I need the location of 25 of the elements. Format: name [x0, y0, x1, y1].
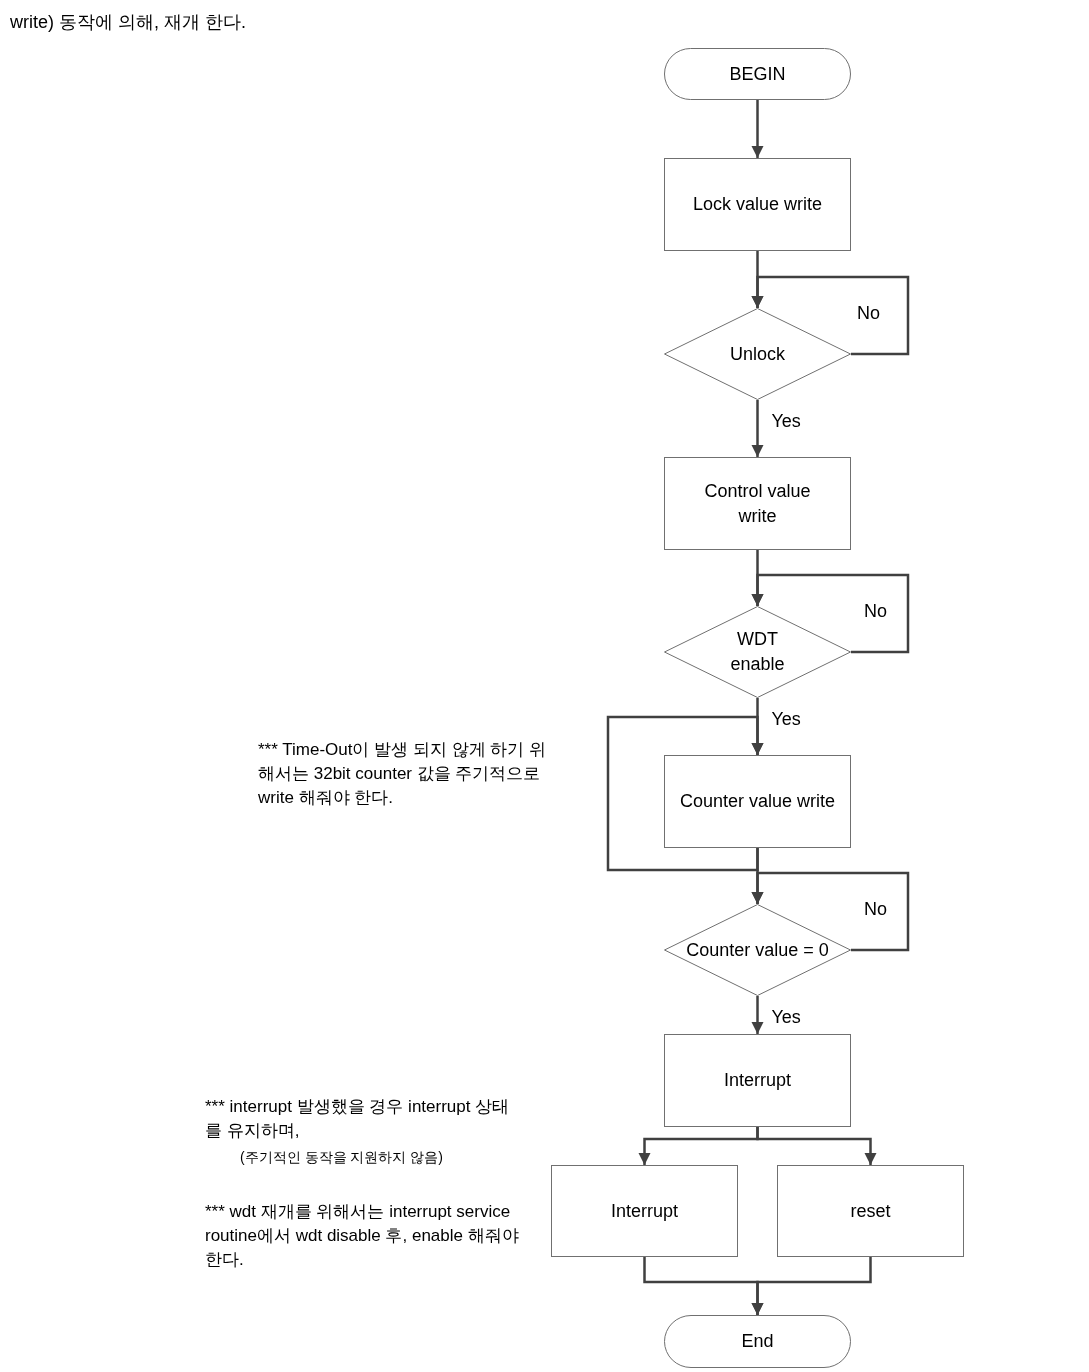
note-text: *** wdt 재개를 위해서는 interrupt service routine에서 wdt disable 후, enable 해줘야 한다.	[205, 1201, 520, 1271]
node-label: End	[741, 1330, 774, 1353]
arrow	[751, 871, 910, 952]
node-label: Interrupt	[723, 1069, 791, 1092]
node-label: Control value write	[703, 479, 812, 528]
node-label: WDT enable	[729, 628, 786, 676]
arrow	[756, 1127, 877, 1165]
arrow	[606, 715, 764, 872]
note-text: *** Time-Out이 발생 되지 않게 하기 위해서는 32bit counter 값을 주기적으로 write 해줘야 한다.	[258, 739, 548, 809]
arrow	[751, 275, 910, 356]
arrow	[751, 400, 764, 457]
node-label: Interrupt	[610, 1199, 678, 1223]
node-label: BEGIN	[729, 62, 786, 86]
note-text: write) 동작에 의해, 재개 한다.	[10, 11, 247, 34]
note-text: (주기적인 동작을 지원하지 않음)	[240, 1148, 444, 1167]
node-label: reset	[850, 1199, 891, 1223]
note-text: *** interrupt 발생했을 경우 interrupt 상태를 유지하며,	[205, 1096, 511, 1142]
arrow	[751, 1257, 872, 1315]
node-label: Counter value write	[679, 790, 836, 813]
arrow	[751, 573, 910, 654]
node-label: Lock value write	[692, 193, 823, 216]
arrow	[751, 996, 764, 1034]
node-label: Unlock	[730, 342, 785, 366]
arrow	[751, 100, 764, 158]
node-label: Counter value = 0	[686, 938, 829, 962]
